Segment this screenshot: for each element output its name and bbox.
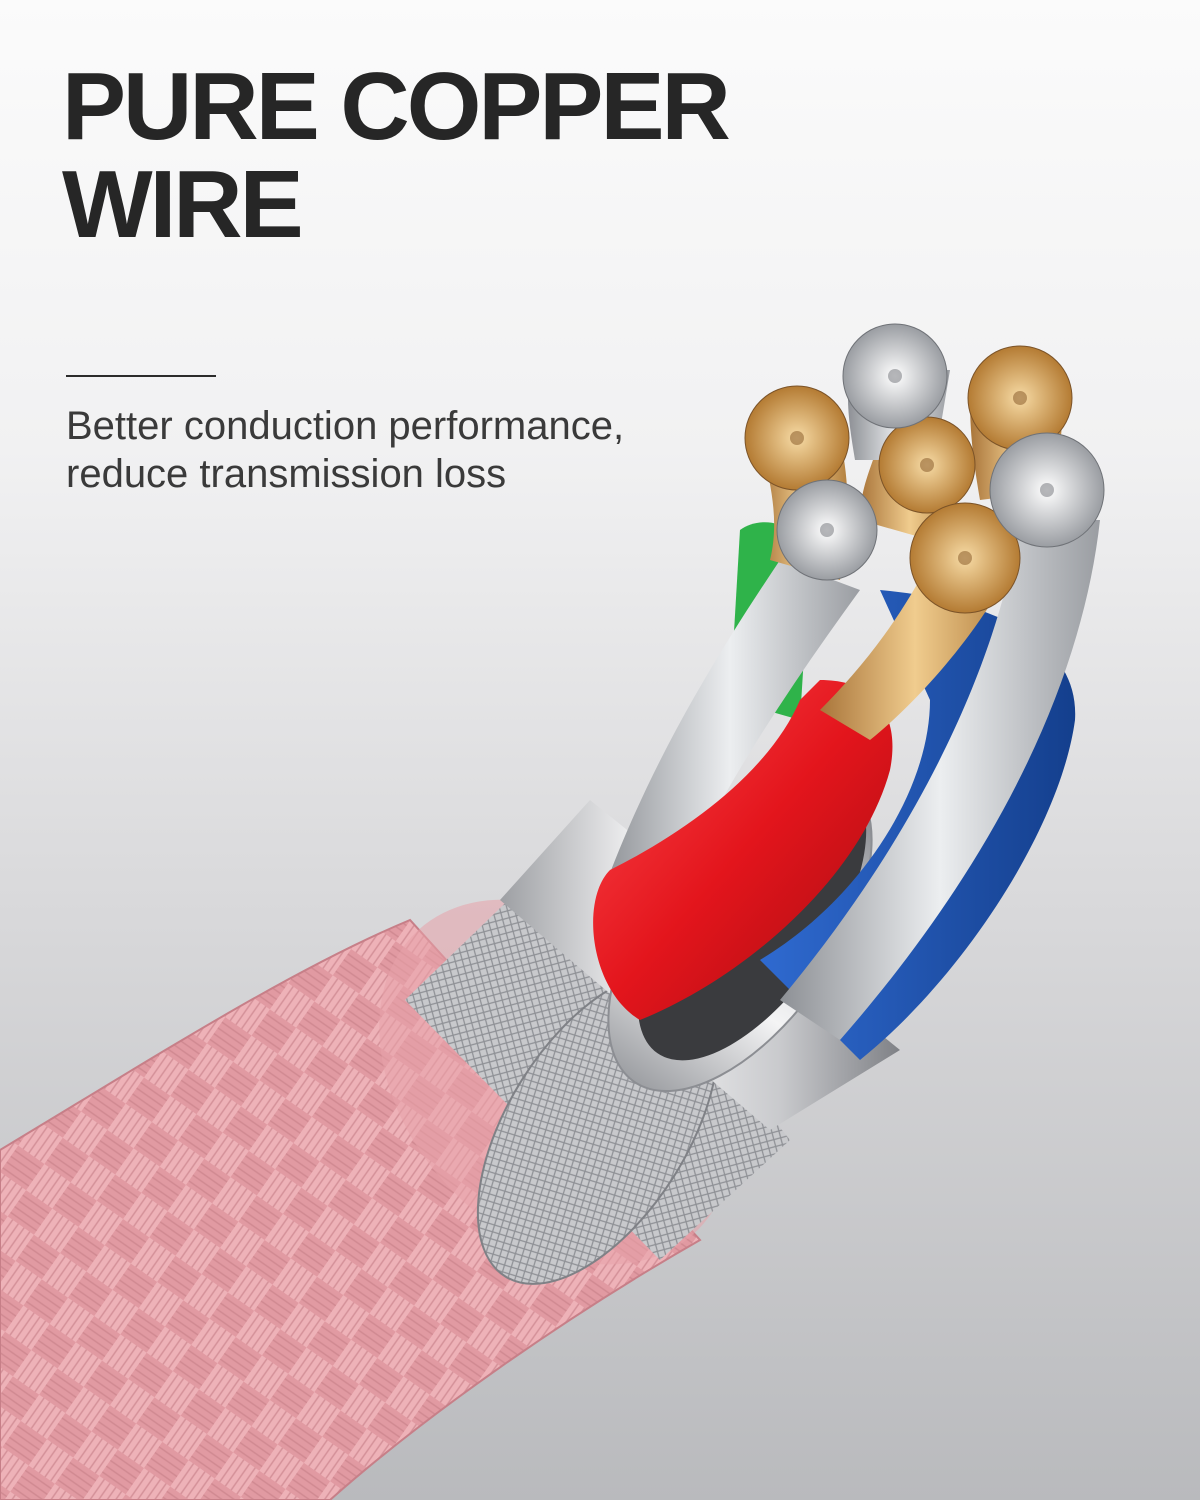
divider: [66, 375, 216, 377]
page-title: PURE COPPER WIRE: [62, 53, 731, 258]
title-line-1: PURE COPPER: [62, 53, 731, 160]
title-line-2: WIRE: [62, 151, 304, 258]
description-line-1: Better conduction performance,: [66, 404, 625, 448]
description-line-2: reduce transmission loss: [66, 452, 507, 496]
feature-description: Better conduction performance, reduce tr…: [66, 402, 624, 498]
